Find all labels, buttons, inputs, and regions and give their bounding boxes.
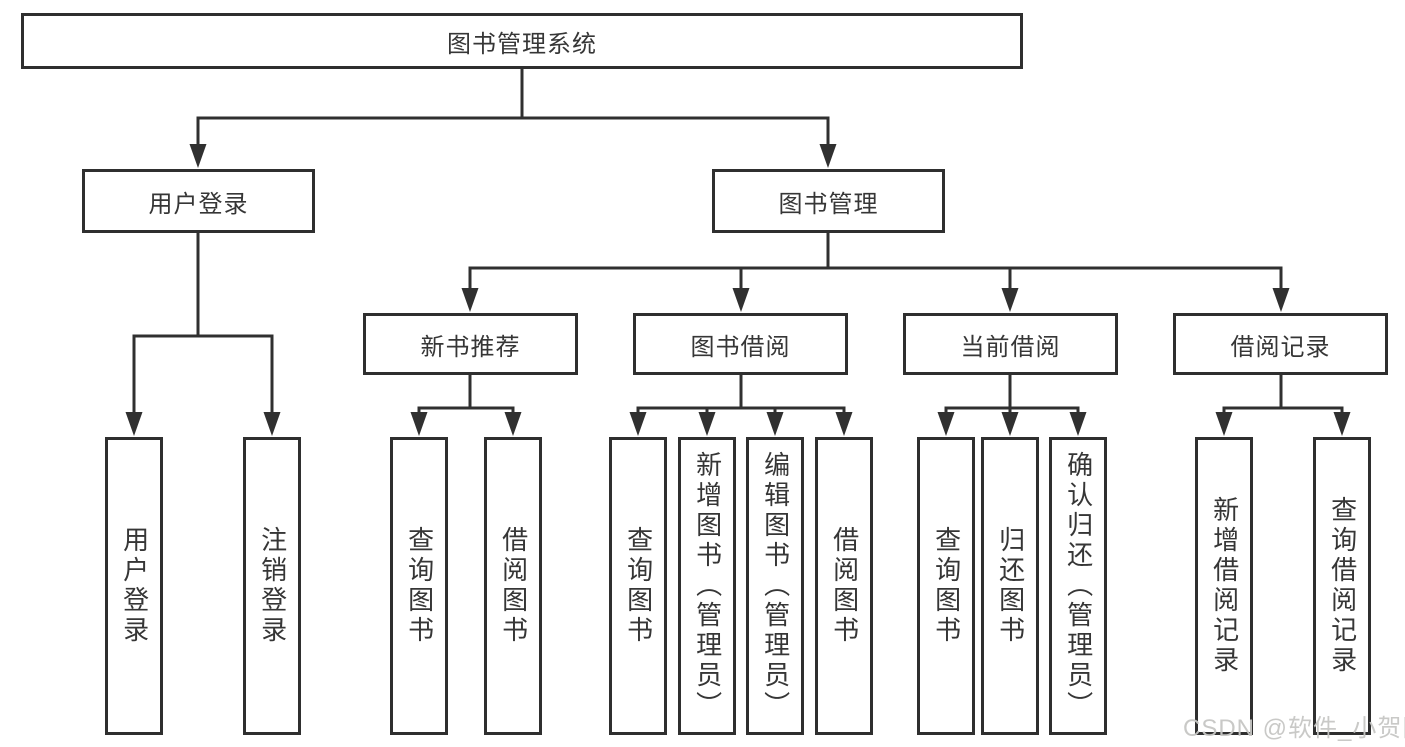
- node-label: 新增借阅记录: [1209, 496, 1240, 676]
- node-current-borrow: 当前借阅: [903, 313, 1118, 375]
- leaf-return-books: 归还图书: [981, 437, 1039, 735]
- node-label: 用户登录: [148, 190, 249, 218]
- node-book-borrow: 图书借阅: [633, 313, 848, 375]
- arrow-down-icon: [1215, 412, 1233, 436]
- node-label: 用户登录: [119, 526, 150, 646]
- leaf-add-borrow-record: 新增借阅记录: [1195, 437, 1253, 735]
- watermark: CSDN @软件_小贺同学: [1183, 715, 1405, 742]
- node-new-book-recommend: 新书推荐: [363, 313, 578, 375]
- arrow-down-icon: [629, 412, 647, 436]
- leaf-confirm-return-admin: 确认归还（管理员）: [1049, 437, 1107, 735]
- leaf-add-books-admin: 新增图书（管理员）: [678, 437, 736, 735]
- node-label: 查询图书: [623, 526, 654, 646]
- leaf-edit-books-admin: 编辑图书（管理员）: [746, 437, 804, 735]
- node-label: 新增图书（管理员）: [692, 451, 723, 721]
- leaf-logout: 注销登录: [243, 437, 301, 735]
- arrow-down-icon: [766, 412, 784, 436]
- node-label: 当前借阅: [960, 333, 1061, 361]
- arrow-down-icon: [698, 412, 716, 436]
- leaf-borrow-books-recommend: 借阅图书: [484, 437, 542, 735]
- leaf-query-borrow-record: 查询借阅记录: [1313, 437, 1371, 735]
- node-label: 图书管理系统: [447, 30, 597, 58]
- arrow-down-icon: [937, 412, 955, 436]
- leaf-query-books-current: 查询图书: [917, 437, 975, 735]
- node-label: 查询图书: [404, 526, 435, 646]
- node-user-login: 用户登录: [82, 169, 315, 233]
- node-label: 注销登录: [257, 526, 288, 646]
- node-label: 确认归还（管理员）: [1063, 451, 1094, 721]
- arrow-down-icon: [1001, 288, 1019, 312]
- node-label: 图书管理: [778, 190, 879, 218]
- arrow-down-icon: [835, 412, 853, 436]
- node-label: 归还图书: [995, 526, 1026, 646]
- node-label: 新书推荐: [420, 333, 521, 361]
- arrow-down-icon: [189, 144, 207, 168]
- arrow-down-icon: [1069, 412, 1087, 436]
- node-label: 查询借阅记录: [1327, 496, 1358, 676]
- node-label: 借阅记录: [1230, 333, 1331, 361]
- node-label: 借阅图书: [498, 526, 529, 646]
- node-label: 借阅图书: [829, 526, 860, 646]
- leaf-query-books-recommend: 查询图书: [390, 437, 448, 735]
- arrow-down-icon: [1001, 412, 1019, 436]
- node-borrow-record: 借阅记录: [1173, 313, 1388, 375]
- arrow-down-icon: [1333, 412, 1351, 436]
- node-label: 图书借阅: [690, 333, 791, 361]
- node-book-management: 图书管理: [712, 169, 945, 233]
- arrow-down-icon: [504, 412, 522, 436]
- arrow-down-icon: [263, 412, 281, 436]
- arrow-down-icon: [1272, 288, 1290, 312]
- arrow-down-icon: [732, 288, 750, 312]
- arrow-down-icon: [125, 412, 143, 436]
- node-label: 查询图书: [931, 526, 962, 646]
- arrowheads: [125, 144, 1351, 436]
- node-label: 编辑图书（管理员）: [760, 451, 791, 721]
- arrow-down-icon: [461, 288, 479, 312]
- arrow-down-icon: [819, 144, 837, 168]
- node-library-system: 图书管理系统: [21, 13, 1023, 69]
- leaf-query-books-borrow: 查询图书: [609, 437, 667, 735]
- leaf-user-login: 用户登录: [105, 437, 163, 735]
- arrow-down-icon: [410, 412, 428, 436]
- leaf-borrow-books: 借阅图书: [815, 437, 873, 735]
